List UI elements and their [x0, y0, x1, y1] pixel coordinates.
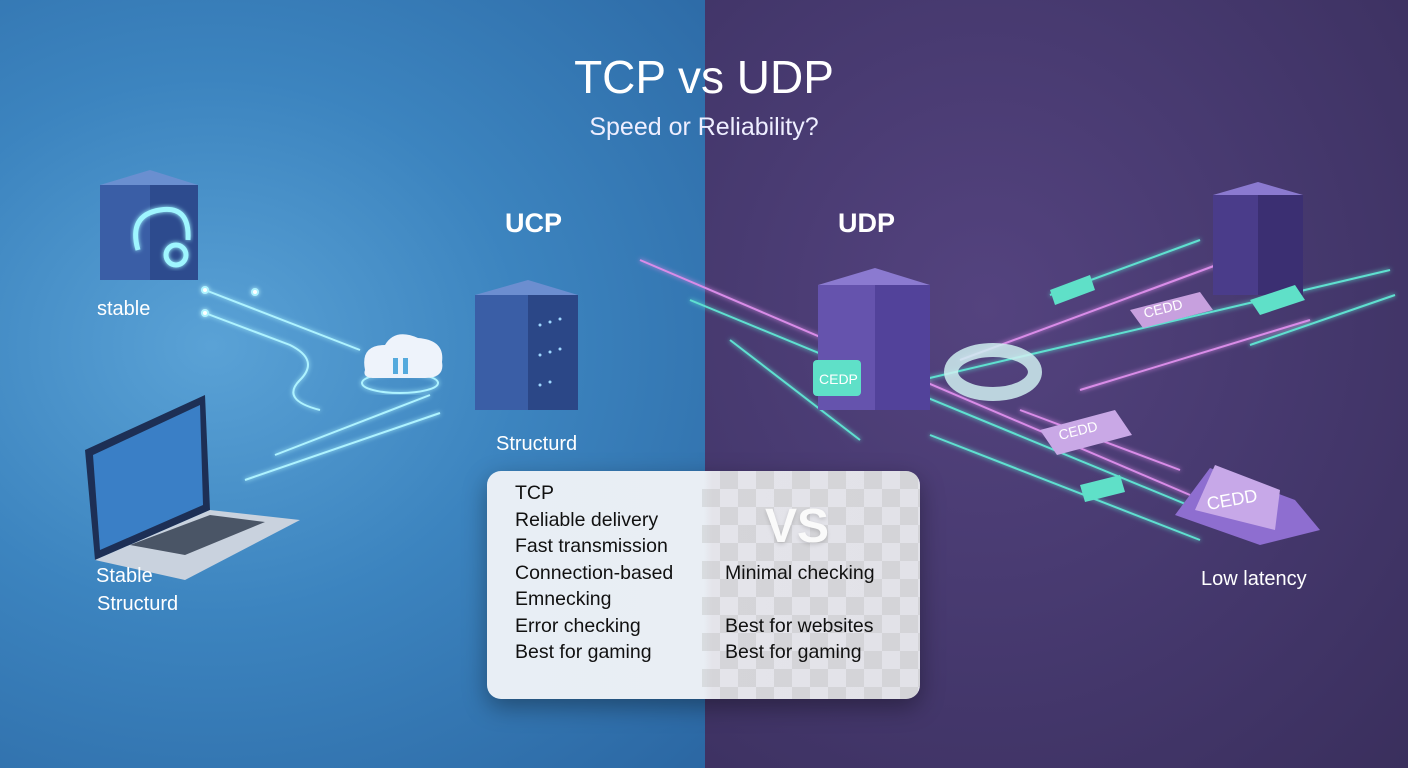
label-structurd: Structurd	[496, 433, 578, 455]
feature-item: Minimal checking	[725, 561, 875, 584]
label-stable-2: Stable	[96, 565, 153, 587]
feature-item: Connection-based	[515, 561, 674, 584]
laptop-icon	[85, 395, 300, 580]
page-subtitle: Speed or Reliability?	[589, 113, 819, 141]
tcp-features: TCP Reliable delivery Fast transmission …	[515, 480, 673, 666]
packet-label: CEDP	[819, 371, 858, 387]
vs-label: VS	[765, 500, 830, 553]
label-structurd-2: Structurd	[97, 593, 179, 615]
label-stable: stable	[97, 298, 151, 320]
feature-item: TCP	[515, 482, 554, 504]
tcp-connection-lines	[201, 286, 441, 481]
feature-item: Emnecking	[515, 588, 612, 610]
feature-item	[725, 507, 875, 534]
ring-icon	[944, 343, 1042, 401]
checker-pattern	[702, 471, 920, 699]
center-server-icon	[475, 280, 578, 410]
page-title: TCP vs UDP	[574, 51, 834, 103]
feature-item: Best for gaming	[725, 641, 862, 663]
udp-features: Minimal checking Best for websites Best …	[725, 480, 875, 666]
label-low-latency: Low latency	[1201, 568, 1307, 590]
udp-data-streams	[639, 239, 1396, 541]
tcp-heading: UCP	[505, 208, 563, 238]
comparison-card: VS TCP Reliable delivery Fast transmissi…	[487, 471, 920, 699]
feature-item	[725, 480, 875, 507]
udp-server-right-icon	[1213, 182, 1303, 295]
packet-shapes: CEDP CEDD CEDD CEDD	[813, 275, 1320, 545]
feature-item: Error checking	[515, 614, 641, 637]
udp-heading: UDP	[838, 208, 896, 238]
tcp-server-stack-icon	[100, 170, 198, 280]
feature-item: Best for gaming	[515, 641, 652, 663]
feature-item: Best for websites	[725, 614, 874, 637]
feature-item: Reliable delivery	[515, 508, 659, 531]
feature-item	[725, 533, 875, 560]
cloud-icon	[361, 334, 443, 394]
feature-item: Fast transmission	[515, 535, 668, 557]
lock-cloud-icon	[133, 206, 191, 268]
feature-item	[725, 586, 875, 613]
